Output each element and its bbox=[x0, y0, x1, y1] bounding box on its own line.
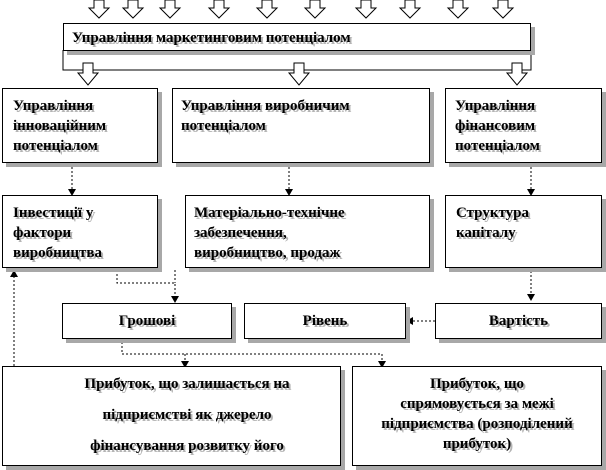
investments-line-2: фактори bbox=[13, 225, 72, 241]
cost-box bbox=[435, 303, 602, 339]
supply-line-1: Матеріально-технічне bbox=[194, 205, 345, 221]
arrow-to-financial bbox=[505, 62, 529, 86]
arrow-to-production bbox=[287, 62, 311, 86]
distributed-line-2: спрямовується за межі bbox=[400, 396, 554, 412]
incoming-arrow-10 bbox=[491, 0, 515, 19]
incoming-arrow-9 bbox=[446, 0, 470, 19]
distributed-line-4: прибуток) bbox=[442, 436, 512, 452]
production-potential-box bbox=[172, 88, 430, 163]
production-line-2: потенціалом bbox=[181, 118, 266, 134]
incoming-arrow-4 bbox=[207, 0, 231, 19]
incoming-arrow-6 bbox=[303, 0, 327, 19]
investments-line-1: Інвестиції у bbox=[13, 205, 94, 221]
cost-label: Вартість bbox=[488, 313, 549, 329]
level-label: Рівень bbox=[302, 313, 348, 329]
innovation-line-3: потенціалом bbox=[13, 138, 98, 154]
capital-structure-box bbox=[445, 195, 602, 268]
incoming-arrow-7 bbox=[354, 0, 378, 19]
distributed-profit-box bbox=[352, 366, 602, 466]
distributed-line-3: підприємства (розподілений bbox=[381, 416, 573, 432]
innovation-potential-box bbox=[2, 88, 158, 163]
money-box bbox=[62, 303, 232, 339]
supply-line-3: виробництво, продаж bbox=[194, 245, 341, 261]
investments-line-3: виробництва bbox=[13, 245, 102, 261]
marketing-potential-label: Управління маркетинговим потенціалом bbox=[72, 30, 351, 46]
innovation-line-2: інноваційним bbox=[13, 118, 107, 134]
retained-line-1: Прибуток, що залишається на bbox=[84, 376, 290, 392]
structure-line-1: Структура bbox=[456, 205, 529, 221]
retained-line-3: фінансування розвитку його bbox=[90, 438, 284, 454]
supply-line-2: забезпечення, bbox=[194, 225, 287, 241]
incoming-arrow-5 bbox=[255, 0, 279, 19]
financial-potential-box bbox=[445, 88, 602, 163]
distributed-line-1: Прибуток, що bbox=[429, 376, 525, 392]
material-supply-box bbox=[185, 195, 430, 268]
money-label: Грошові bbox=[118, 313, 176, 329]
production-line-1: Управління виробничим bbox=[181, 98, 350, 114]
level-box bbox=[244, 303, 406, 339]
incoming-arrow-3 bbox=[158, 0, 182, 19]
incoming-arrow-8 bbox=[398, 0, 422, 19]
retained-profit-box bbox=[2, 366, 341, 466]
incoming-arrows bbox=[87, 0, 515, 19]
financial-line-1: Управління bbox=[455, 98, 536, 114]
structure-line-2: капіталу bbox=[456, 225, 516, 241]
marketing-potential-box bbox=[63, 23, 531, 51]
financial-line-3: потенціалом bbox=[455, 138, 540, 154]
arrow-to-innovation bbox=[76, 62, 100, 86]
investments-box bbox=[2, 195, 158, 268]
incoming-arrow-2 bbox=[121, 0, 145, 19]
financial-line-2: фінансовим bbox=[455, 118, 536, 134]
innovation-line-1: Управління bbox=[13, 98, 94, 114]
retained-line-2: підприємстві як джерело bbox=[102, 407, 272, 423]
incoming-arrow-1 bbox=[87, 0, 111, 19]
